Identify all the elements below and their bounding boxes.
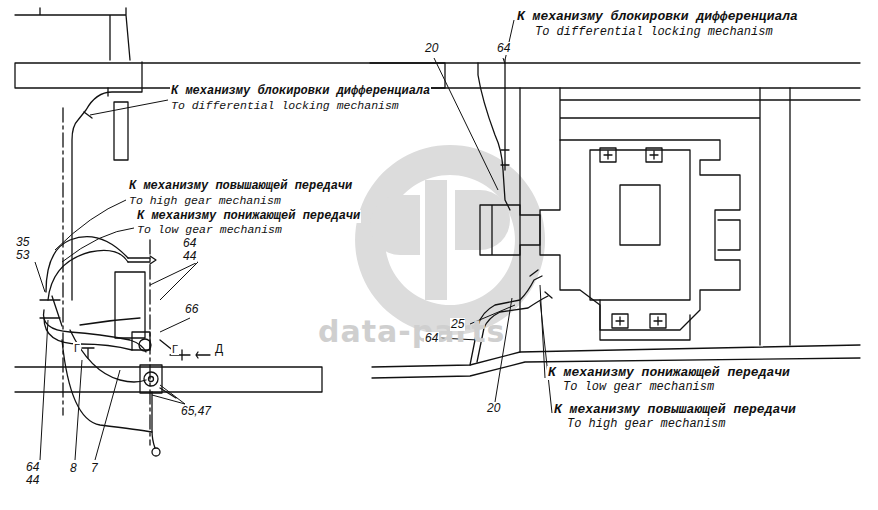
transfer-case bbox=[480, 140, 740, 340]
pipe-destination-label: To low gear mechanism bbox=[562, 381, 715, 394]
section-mark: Г bbox=[171, 343, 179, 355]
mechanism bbox=[132, 332, 176, 398]
section-mark: Д bbox=[214, 343, 224, 356]
pipe-destination-label: К механизму повышающей передачи bbox=[553, 403, 797, 417]
pipe-destination-label: К механизму повышающей передачи bbox=[128, 180, 353, 193]
pipe-destination-label: К механизму блокировки дифференциала bbox=[516, 10, 799, 24]
hose-end bbox=[152, 448, 160, 456]
valve-body bbox=[115, 272, 145, 338]
callout-number: 25 bbox=[450, 318, 465, 331]
callout-number: 20 bbox=[424, 42, 439, 55]
bracket bbox=[114, 102, 128, 160]
cross-member bbox=[520, 88, 860, 352]
pipe-destination-label: К механизму понижающей передачи bbox=[136, 210, 361, 223]
callout-number: 44 bbox=[182, 250, 197, 263]
callout-number: 35 bbox=[15, 236, 30, 249]
callout-number: 53 bbox=[15, 249, 30, 262]
pipe-bundle bbox=[48, 250, 128, 300]
pipe-destination-label: To high gear mechanism bbox=[566, 418, 726, 431]
lower-frame-rail bbox=[15, 367, 322, 392]
pipe-bundle bbox=[40, 296, 62, 326]
cab-outline bbox=[15, 8, 130, 60]
callout-number: 64 bbox=[25, 461, 40, 474]
callout-number: 64 bbox=[424, 332, 439, 345]
section-mark: Г bbox=[73, 342, 81, 354]
callout-number: 66 bbox=[184, 303, 199, 316]
section-arrows bbox=[82, 348, 210, 360]
pipe-bundle bbox=[80, 318, 140, 325]
callout-number: 65,47 bbox=[180, 405, 212, 418]
hose bbox=[152, 392, 155, 448]
upper-frame-rail bbox=[370, 63, 860, 88]
callout-number: 20 bbox=[486, 402, 501, 415]
callout-number: 7 bbox=[90, 462, 99, 475]
leader-lines bbox=[35, 20, 552, 460]
pipe-diff-lock-right bbox=[501, 60, 509, 170]
pipe-destination-label: To differential locking mechanism bbox=[170, 100, 400, 113]
pipe-lower bbox=[530, 270, 552, 298]
pipe-destination-label: To differential locking mechanism bbox=[534, 26, 774, 39]
pipe-bundle bbox=[44, 318, 132, 350]
callout-number: 44 bbox=[25, 474, 40, 487]
watermark: data-parts bbox=[318, 315, 505, 348]
callout-number: 64 bbox=[182, 237, 197, 250]
callout-number: 64 bbox=[496, 42, 511, 55]
pipe-destination-label: To low gear mechanism bbox=[136, 224, 283, 237]
pipe-destination-label: To high gear mechanism bbox=[128, 195, 282, 208]
pipe-destination-label: К механизму блокировки дифференциала bbox=[170, 85, 431, 98]
callout-number: 8 bbox=[69, 462, 78, 475]
watermark-logo-shape bbox=[355, 145, 545, 335]
arrow bbox=[128, 256, 156, 264]
pipe-destination-label: К механизму понижающей передачи bbox=[547, 366, 791, 380]
